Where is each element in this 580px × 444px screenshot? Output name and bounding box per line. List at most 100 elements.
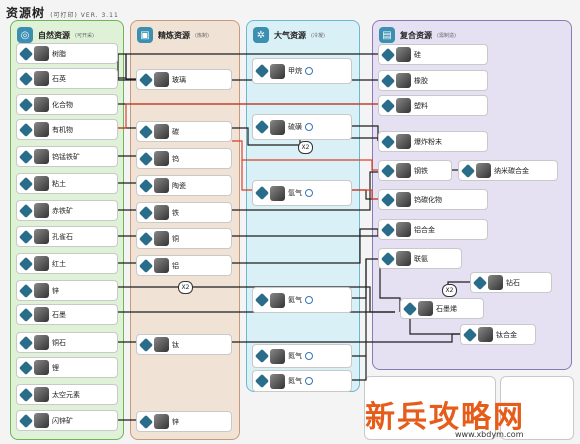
refined-label: 陶瓷 xyxy=(172,181,186,190)
refined-card-glass[interactable]: 玻璃 xyxy=(136,69,232,90)
atmo-label: 氮气 xyxy=(288,377,302,385)
composite-card-nanocarbon-alloy[interactable]: 纳米碳合金 xyxy=(458,160,558,181)
resource-icon xyxy=(34,229,49,244)
refinery-icon: ▣ xyxy=(137,27,153,43)
natural-card-zinc[interactable]: 锌 xyxy=(16,280,118,301)
natural-card-graphite[interactable]: 石墨 xyxy=(16,304,118,325)
hex-icon xyxy=(138,414,154,429)
hex-icon xyxy=(460,163,476,178)
natural-label: 石英 xyxy=(52,74,66,83)
hex-icon xyxy=(138,151,154,166)
composite-card-tungsten-carbide[interactable]: 钨碳化物 xyxy=(378,189,488,210)
resource-icon xyxy=(34,71,49,86)
atmo-note: (冷凝) xyxy=(311,32,325,39)
hex-icon xyxy=(18,203,34,218)
refined-label: 铜 xyxy=(172,234,179,243)
composite-card-plastic[interactable]: 塑料 xyxy=(378,95,488,116)
resource-icon xyxy=(154,72,169,87)
natural-card-copper-ore[interactable]: 铜石 xyxy=(16,332,118,353)
resource-icon xyxy=(396,98,411,113)
atmo-card-sulfur[interactable]: 硫磺 xyxy=(252,114,352,140)
natural-card-astronium[interactable]: 太空元素 xyxy=(16,384,118,405)
hex-icon xyxy=(138,231,154,246)
atmo-card-helium[interactable]: 氦气 xyxy=(252,287,352,313)
natural-card-laterite[interactable]: 红土 xyxy=(16,253,118,274)
composite-label: 橡胶 xyxy=(414,76,428,85)
composite-card-explosive-powder[interactable]: 爆炸粉末 xyxy=(378,131,488,152)
resource-icon xyxy=(34,46,49,61)
composite-card-silicon[interactable]: 硅 xyxy=(378,44,488,65)
natural-card-malachite[interactable]: 孔雀石 xyxy=(16,226,118,247)
refined-card-copper[interactable]: 铜 xyxy=(136,228,232,249)
resource-icon xyxy=(34,413,49,428)
title-text: 资源树 xyxy=(6,6,46,20)
resource-icon xyxy=(34,149,49,164)
natural-label: 石墨 xyxy=(52,310,66,319)
composite-card-rubber[interactable]: 橡胶 xyxy=(378,70,488,91)
atmo-title: 大气资源 xyxy=(274,30,306,40)
resource-icon xyxy=(270,373,285,389)
hex-icon xyxy=(18,335,34,350)
refined-card-ceramic[interactable]: 陶瓷 xyxy=(136,175,232,196)
atmo-card-nitrogen[interactable]: 氮气 xyxy=(252,344,352,368)
composite-label: 纳米碳合金 xyxy=(494,166,529,175)
refined-card-carbon[interactable]: 碳 xyxy=(136,121,232,142)
composite-label: 塑料 xyxy=(414,101,428,110)
composite-card-steel[interactable]: 钢铁 xyxy=(378,160,452,181)
natural-card-quartz[interactable]: 石英 xyxy=(16,68,118,89)
refined-card-titanium[interactable]: 钛 xyxy=(136,334,232,355)
hex-icon xyxy=(18,307,34,322)
natural-header: ◎ 自然资源 (可开采) xyxy=(11,21,123,49)
composite-card-aluminium-alloy[interactable]: 铝合金 xyxy=(378,219,488,240)
resource-icon xyxy=(34,176,49,191)
hex-icon xyxy=(18,97,34,112)
atmo-card-argon[interactable]: 氩气 xyxy=(252,180,352,206)
refined-label: 铁 xyxy=(172,208,179,217)
refined-label: 钨 xyxy=(172,154,179,163)
refined-label: 碳 xyxy=(172,127,179,136)
natural-title: 自然资源 xyxy=(38,30,70,40)
multiplier-badge-zinc: X2 xyxy=(178,281,193,294)
hex-icon xyxy=(380,134,396,149)
line-aluminium-alloy xyxy=(232,228,378,264)
natural-label: 闪锌矿 xyxy=(52,416,73,425)
refined-card-aluminium[interactable]: 铝 xyxy=(136,255,232,276)
natural-card-resin[interactable]: 树脂 xyxy=(16,43,118,64)
resource-icon xyxy=(270,185,285,201)
resource-icon xyxy=(34,97,49,112)
refined-label: 铝 xyxy=(172,261,179,270)
hex-icon xyxy=(138,72,154,87)
hex-icon xyxy=(18,71,34,86)
natural-card-clay[interactable]: 粘土 xyxy=(16,173,118,194)
footer-box-2 xyxy=(500,376,574,440)
refined-card-tungsten[interactable]: 钨 xyxy=(136,148,232,169)
toggle-icon xyxy=(305,67,313,75)
composite-card-titanium-alloy[interactable]: 钛合金 xyxy=(460,324,536,345)
composite-label: 爆炸粉末 xyxy=(414,137,442,146)
atmo-label: 氮气 xyxy=(288,352,302,360)
atmo-label: 硫磺 xyxy=(288,123,302,131)
composite-card-graphene[interactable]: 石墨烯 xyxy=(400,298,484,319)
refined-card-zinc[interactable]: 锌 xyxy=(136,411,232,432)
natural-card-organic[interactable]: 有机物 xyxy=(16,119,118,140)
composite-note: (需制造) xyxy=(437,32,456,39)
natural-card-hematite[interactable]: 赤铁矿 xyxy=(16,200,118,221)
natural-card-wolframite[interactable]: 钨锰铁矿 xyxy=(16,146,118,167)
watermark-text: 新兵攻略网 xyxy=(365,400,525,435)
composite-card-diamond[interactable]: 钻石 xyxy=(470,272,552,293)
natural-card-lithium[interactable]: 锂 xyxy=(16,357,118,378)
resource-icon xyxy=(34,283,49,298)
natural-card-sphalerite[interactable]: 闪锌矿 xyxy=(16,410,118,431)
atmo-card-methane[interactable]: 甲烷 xyxy=(252,58,352,84)
composite-label: 硅 xyxy=(414,50,421,59)
atmo-card-nitrogen-2[interactable]: 氮气 xyxy=(252,370,352,392)
composite-card-hydrazine[interactable]: 联氨 xyxy=(378,248,462,269)
atmo-label: 甲烷 xyxy=(288,67,302,75)
resource-icon xyxy=(396,163,411,178)
refined-label: 玻璃 xyxy=(172,75,186,84)
toggle-icon xyxy=(305,189,313,197)
refined-card-iron[interactable]: 铁 xyxy=(136,202,232,223)
resource-icon xyxy=(154,258,169,273)
natural-label: 锂 xyxy=(52,363,59,372)
natural-card-compound[interactable]: 化合物 xyxy=(16,94,118,115)
